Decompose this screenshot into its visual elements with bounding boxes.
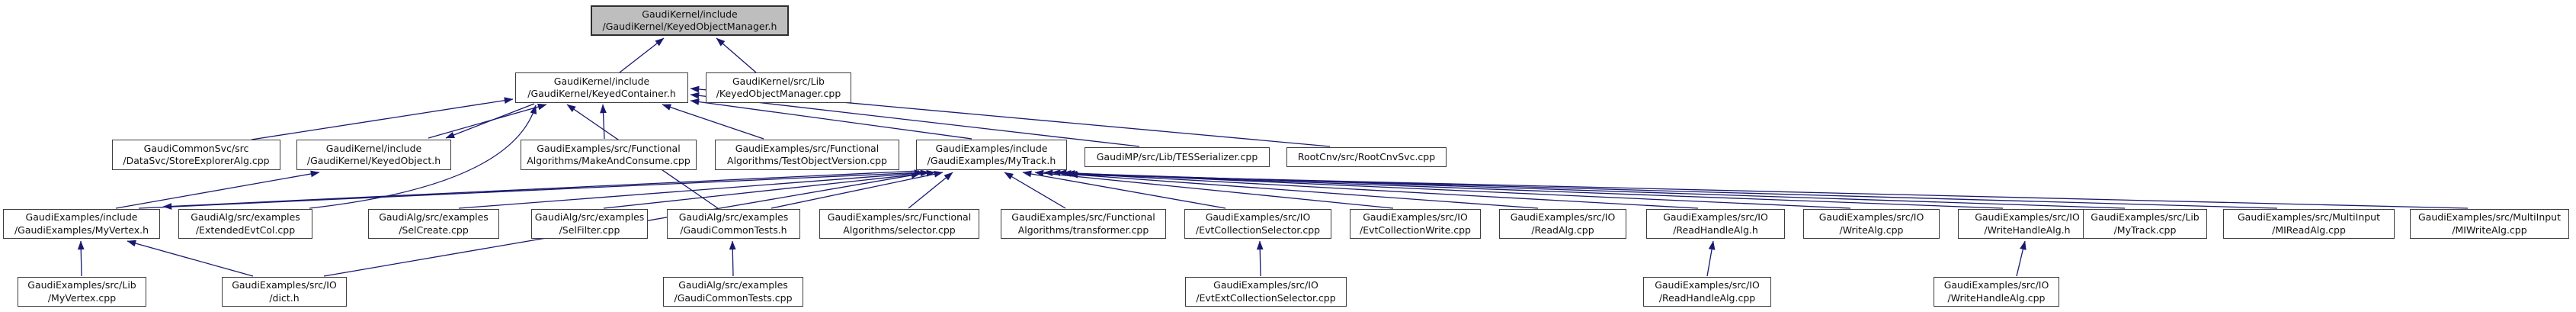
node-keyed-object-h[interactable]: GaudiKernel/include /GaudiKernel/KeyedOb… [296, 140, 451, 170]
edge [1022, 170, 1226, 209]
node-read-handle-alg-cpp[interactable]: GaudiExamples/src/IO /ReadHandleAlg.cpp [1643, 277, 1771, 307]
node-sel-filter-cpp[interactable]: GaudiAlg/src/examples /SelFilter.cpp [531, 209, 648, 239]
node-keyed-container-h[interactable]: GaudiKernel/include /GaudiKernel/KeyedCo… [515, 72, 688, 103]
edge [77, 240, 85, 277]
edge [127, 240, 254, 277]
node-mi-write-alg-cpp[interactable]: GaudiExamples/src/MultiInput /MIWriteAlg… [2410, 209, 2569, 239]
node-sel-create-cpp[interactable]: GaudiAlg/src/examples /SelCreate.cpp [368, 209, 499, 239]
node-gaudi-common-tests-cpp[interactable]: GaudiAlg/src/examples /GaudiCommonTests.… [663, 277, 803, 307]
edge [1062, 170, 2004, 209]
edge [1069, 171, 2469, 209]
node-extended-evt-col-cpp[interactable]: GaudiAlg/src/examples /ExtendedEvtCol.cp… [178, 209, 312, 239]
edge [690, 98, 972, 140]
node-make-and-consume-cpp[interactable]: GaudiExamples/src/Functional Algorithms/… [521, 140, 697, 170]
edge [2016, 240, 2027, 277]
node-write-handle-alg-cpp[interactable]: GaudiExamples/src/IO /WriteHandleAlg.cpp [1934, 277, 2059, 307]
node-keyed-object-manager-cpp[interactable]: GaudiKernel/src/Lib /KeyedObjectManager.… [706, 72, 851, 103]
edge [1256, 240, 1264, 277]
node-my-track-h[interactable]: GaudiExamples/include /GaudiExamples/MyT… [916, 140, 1067, 170]
edge [603, 169, 936, 209]
edge [1034, 169, 1394, 209]
edge [729, 240, 736, 277]
node-write-alg-cpp[interactable]: GaudiExamples/src/IO /WriteAlg.cpp [1803, 209, 1940, 239]
edge [1004, 172, 1066, 209]
edge [1043, 169, 1539, 209]
edge [600, 104, 607, 140]
node-dict-h[interactable]: GaudiExamples/src/IO /dict.h [222, 277, 347, 307]
edge [251, 97, 514, 140]
edge [619, 37, 665, 73]
edge [690, 92, 1140, 147]
node-my-vertex-h[interactable]: GaudiExamples/include /GaudiExamples/MyV… [3, 209, 160, 239]
edge [458, 169, 930, 209]
node-store-explorer-alg-cpp[interactable]: GaudiCommonSvc/src /DataSvc/StoreExplore… [112, 140, 280, 170]
node-test-object-version-cpp[interactable]: GaudiExamples/src/Functional Algorithms/… [715, 140, 899, 170]
edge [662, 104, 764, 140]
node-keyed-object-manager-h: GaudiKernel/include /GaudiKernel/KeyedOb… [591, 5, 789, 36]
node-transformer-cpp[interactable]: GaudiExamples/src/Functional Algorithms/… [1001, 209, 1166, 239]
edge [445, 103, 535, 139]
node-write-handle-alg-h[interactable]: GaudiExamples/src/IO /WriteHandleAlg.h [1958, 209, 2097, 239]
node-evt-ext-collection-selector-cpp[interactable]: GaudiExamples/src/IO /EvtExtCollectionSe… [1185, 277, 1347, 307]
edge [309, 105, 537, 209]
edge [115, 170, 320, 209]
node-gaudi-common-tests-h[interactable]: GaudiAlg/src/examples /GaudiCommonTests.… [667, 209, 800, 239]
edge [908, 172, 953, 209]
node-root-cnv-svc-cpp[interactable]: RootCnv/src/RootCnvSvc.cpp [1286, 147, 1447, 167]
node-tes-serializer-cpp[interactable]: GaudiMP/src/Lib/TESSerializer.cpp [1085, 147, 1270, 167]
node-read-alg-cpp[interactable]: GaudiExamples/src/IO /ReadAlg.cpp [1499, 209, 1626, 239]
node-mi-read-alg-cpp[interactable]: GaudiExamples/src/MultiInput /MIReadAlg.… [2223, 209, 2395, 239]
node-my-vertex-cpp[interactable]: GaudiExamples/src/Lib /MyVertex.cpp [18, 277, 146, 307]
node-evt-collection-write-cpp[interactable]: GaudiExamples/src/IO /EvtCollectionWrite… [1350, 209, 1481, 239]
edge [716, 37, 757, 73]
node-evt-collection-selector-cpp[interactable]: GaudiExamples/src/IO /EvtCollectionSelec… [1184, 209, 1331, 239]
node-my-track-cpp[interactable]: GaudiExamples/src/Lib /MyTrack.cpp [2083, 209, 2207, 239]
node-read-handle-alg-h[interactable]: GaudiExamples/src/IO /ReadHandleAlg.h [1646, 209, 1785, 239]
node-selector-cpp[interactable]: GaudiExamples/src/Functional Algorithms/… [819, 209, 979, 239]
edge [138, 169, 924, 209]
edge [1706, 240, 1716, 277]
edge [1051, 169, 1699, 209]
edge [162, 170, 920, 210]
